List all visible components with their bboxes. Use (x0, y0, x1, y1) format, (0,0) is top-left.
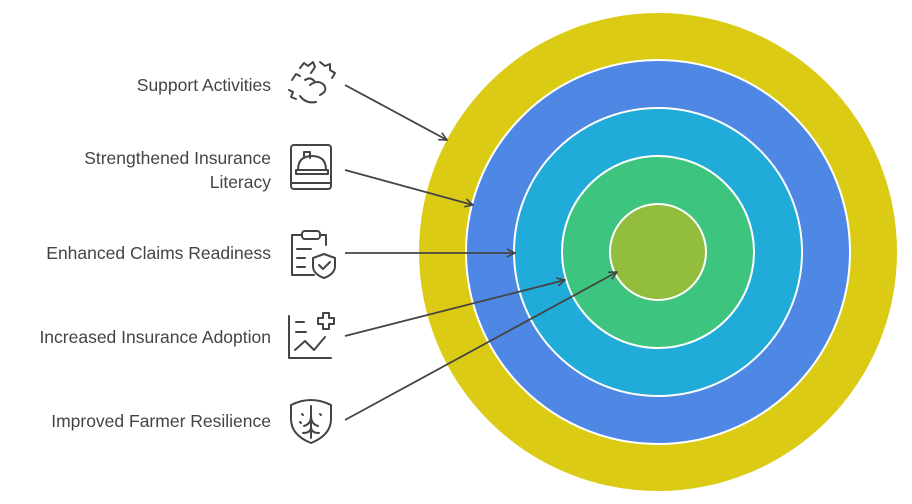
arrow-insurance-literacy (344, 169, 473, 205)
clipboard-shield-icon (291, 230, 336, 279)
arrow-support-activities (344, 84, 447, 140)
handshake-icon (288, 61, 336, 104)
label-insurance-literacy-line2: Literacy (209, 172, 271, 192)
growth-chart-plus-icon (288, 312, 335, 359)
arrow-farmer-resilience (344, 272, 617, 421)
label-support-activities: Support Activities (136, 75, 271, 95)
label-farmer-resilience: Improved Farmer Resilience (51, 411, 271, 431)
ring-farmer-resilience (609, 203, 707, 301)
arrow-insurance-adoption (344, 280, 565, 337)
label-claims-readiness: Enhanced Claims Readiness (46, 243, 271, 263)
label-insurance-literacy-line1: Strengthened Insurance (84, 148, 271, 168)
insurance-book-icon (290, 144, 332, 190)
shield-plant-icon (290, 399, 332, 444)
label-insurance-literacy: Strengthened Insurance Literacy (84, 146, 271, 194)
label-insurance-adoption: Increased Insurance Adoption (39, 327, 271, 347)
